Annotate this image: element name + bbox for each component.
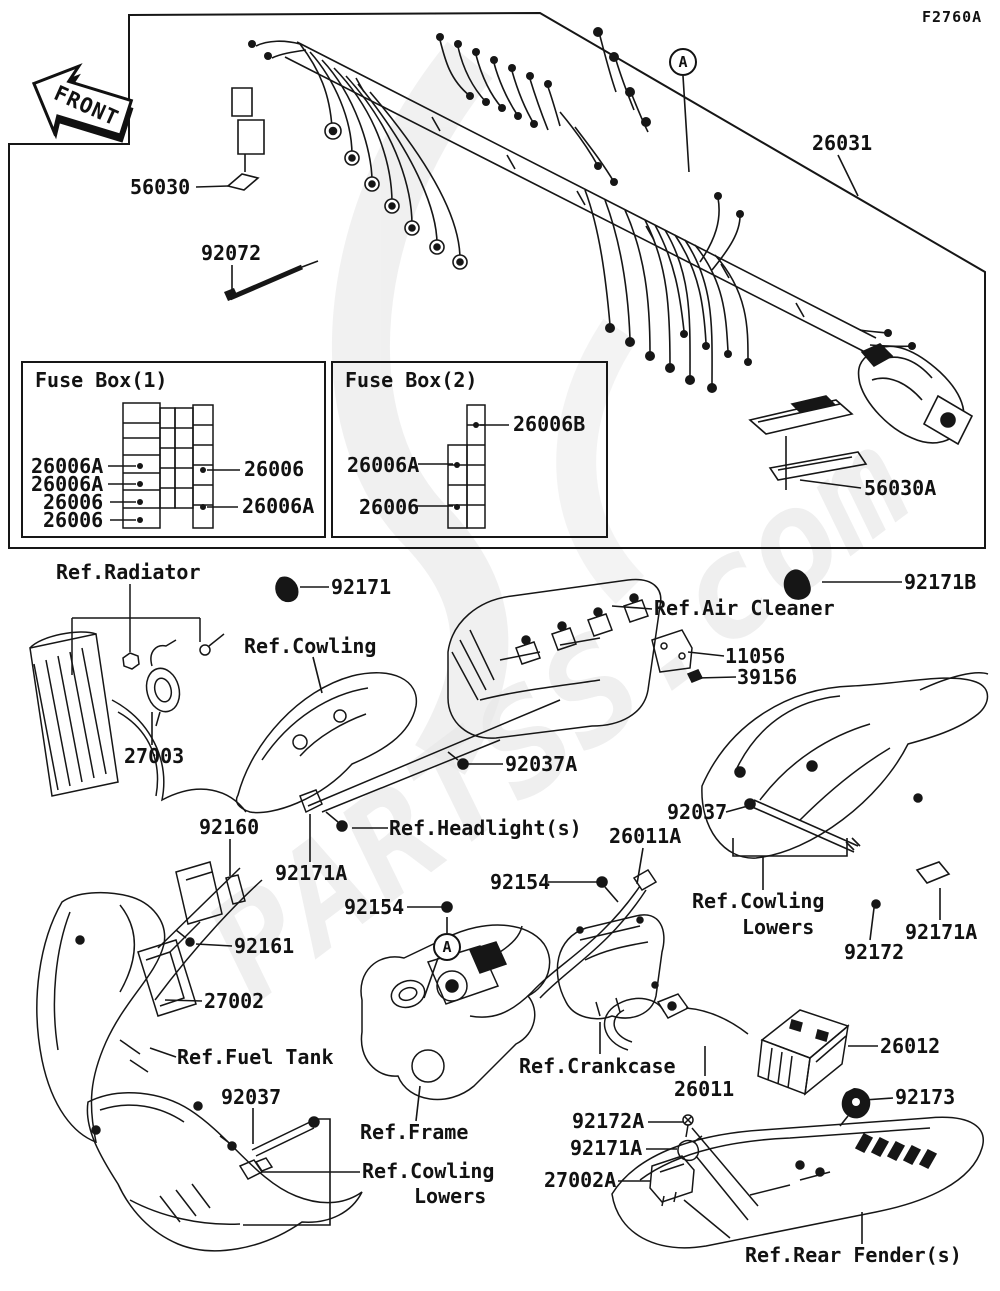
part-label-26031: 26031 <box>812 131 873 155</box>
clamp-92171-sketches <box>275 569 902 603</box>
harness-connector-blobs <box>248 27 916 393</box>
air-cleaner-sketch <box>447 578 662 739</box>
crankcase-sketch <box>556 914 665 1054</box>
fuse-box-1-label: 26006 <box>43 490 104 514</box>
part-label-92072: 92072 <box>201 241 262 265</box>
part-label-92172A: 92172A <box>572 1109 645 1133</box>
fuse-box-1-label: 26006A <box>31 454 104 478</box>
relay-27002A-sketch <box>618 1114 759 1239</box>
part-label-92171B: 92171B <box>904 570 977 594</box>
fuel-tank-sketch <box>36 867 263 1144</box>
part-label-11056: 11056 <box>725 644 786 668</box>
part-label-26011A: 26011A <box>609 824 682 848</box>
part-label-56030: 56030 <box>130 175 191 199</box>
ref-label-headlight: Ref.Headlight(s) <box>389 816 582 840</box>
fuse-box-2-label: 26006B <box>513 412 586 436</box>
screw-92154-sketches <box>407 751 619 913</box>
part-label-27002A: 27002A <box>544 1168 617 1192</box>
fuse-box-2-label: 26006 <box>359 495 420 519</box>
ref-label-crankcase: Ref.Crankcase <box>519 1054 676 1078</box>
part-label-92171: 92171 <box>331 575 392 599</box>
ref-label-cowling: Ref.Cowling <box>244 634 377 658</box>
ref-label-cowling-lowers: Ref.Cowling <box>362 1159 495 1183</box>
battery-sketch <box>757 1009 878 1096</box>
watermark: PARTSS.com <box>178 41 938 1031</box>
fuse-box-1-label: 26006 <box>244 457 305 481</box>
fuse-box-1-title: Fuse Box(1) <box>35 368 168 392</box>
radiator-bracket-leaders <box>71 584 225 675</box>
fuse-box-1-label: 26006 <box>43 508 104 532</box>
front-arrow-icon: FRONT <box>31 63 134 143</box>
part-label-92171A: 92171A <box>275 861 348 885</box>
part-label-27002: 27002 <box>204 989 265 1013</box>
fuse-box-2 <box>331 361 608 538</box>
ref-label-frame: Ref.Frame <box>360 1120 469 1144</box>
fuse-box-2-title: Fuse Box(2) <box>345 368 478 392</box>
fuse-box-1-label: 26006A <box>31 472 104 496</box>
part-label-92154: 92154 <box>344 895 405 919</box>
igniter-bracket-sketch <box>651 629 737 683</box>
part-label-92171A: 92171A <box>570 1136 643 1160</box>
part-label-92172: 92172 <box>844 940 905 964</box>
ignition-switch-sketch <box>423 917 523 1005</box>
front-lower-cowl-sketch <box>86 1092 363 1252</box>
part-label-92171A: 92171A <box>905 920 978 944</box>
fuse-box-2-label: 26006A <box>347 453 420 477</box>
part-label-92161: 92161 <box>234 934 295 958</box>
part-label-92037A: 92037A <box>505 752 578 776</box>
ref-label-radiator: Ref.Radiator <box>56 560 201 584</box>
part-label-39156: 39156 <box>737 665 798 689</box>
detail-marker-a: A <box>669 48 697 76</box>
battery-cable-26011A-sketch <box>469 847 658 1018</box>
rear-cowling-sketch <box>701 672 989 859</box>
wiring-harness-sketch <box>226 35 974 490</box>
ref-label-cowling-lowers: Lowers <box>742 915 815 939</box>
ref-label-air-cleaner: Ref.Air Cleaner <box>654 596 835 620</box>
battery-cable-sketch <box>603 993 749 1076</box>
grommet-92173-sketch <box>839 1088 894 1127</box>
ref-label-cowling-lowers: Lowers <box>414 1184 487 1208</box>
part-label-92154: 92154 <box>490 870 551 894</box>
rear-fender-sketch <box>611 1116 984 1249</box>
fuse-box-1 <box>21 361 326 538</box>
part-label-27003: 27003 <box>124 744 185 768</box>
part-label-92037: 92037 <box>221 1085 282 1109</box>
ref-label-cowling-lowers: Ref.Cowling <box>692 889 825 913</box>
cowling-lowers-right-hardware <box>725 798 951 941</box>
diagram-code: F2760A <box>922 8 983 26</box>
detail-marker-a: A <box>433 933 461 961</box>
part-label-92173: 92173 <box>895 1085 956 1109</box>
part-label-26012: 26012 <box>880 1034 941 1058</box>
cable-tie-sketch <box>224 260 319 301</box>
headlight-hardware-sketch <box>299 789 388 862</box>
radiator-sketch <box>29 631 247 813</box>
ref-label-fuel-tank: Ref.Fuel Tank <box>177 1045 334 1069</box>
cowling-sketch <box>235 656 561 814</box>
part-label-26011: 26011 <box>674 1077 735 1101</box>
part-label-56030A: 56030A <box>864 476 937 500</box>
fuse-box-1-label: 26006A <box>242 494 315 518</box>
part-label-92037: 92037 <box>667 800 728 824</box>
part-label-92160: 92160 <box>199 815 260 839</box>
horn-sketch <box>145 639 181 745</box>
ref-label-rear-fender: Ref.Rear Fender(s) <box>745 1243 962 1267</box>
ecu-sketch <box>137 839 246 1017</box>
